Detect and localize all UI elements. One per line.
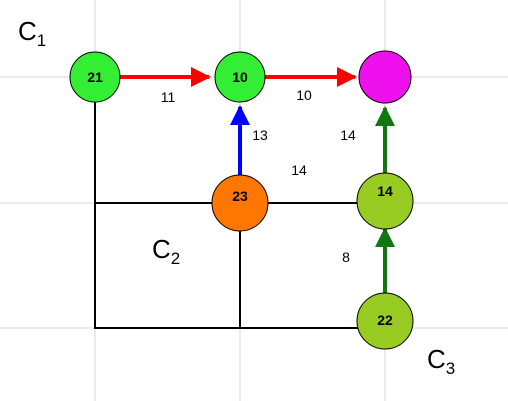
node-10: 10 [214,51,266,103]
free-weight-label: 14 [291,162,307,178]
region-label-c2: C2 [152,234,180,268]
svg-text:23: 23 [232,188,248,204]
edge-label-14-target: 14 [340,127,356,143]
svg-text:22: 22 [377,312,393,328]
edge-label-10-target: 10 [296,87,312,103]
svg-text:21: 21 [87,69,103,85]
node-14: 14 [356,172,414,230]
region-label-c1: C1 [18,16,46,50]
node-23: 23 [211,174,269,232]
svg-text:14: 14 [377,183,393,199]
directed-edges [120,67,395,296]
edge-label-22-14: 8 [342,249,350,265]
svg-text:10: 10 [232,69,248,85]
node-21: 21 [69,51,121,103]
edge-label-23-10: 13 [252,127,268,143]
node-target [358,50,412,104]
node-22: 22 [356,292,414,350]
edge-label-21-10: 11 [161,89,176,105]
region-label-c3: C3 [427,344,455,378]
